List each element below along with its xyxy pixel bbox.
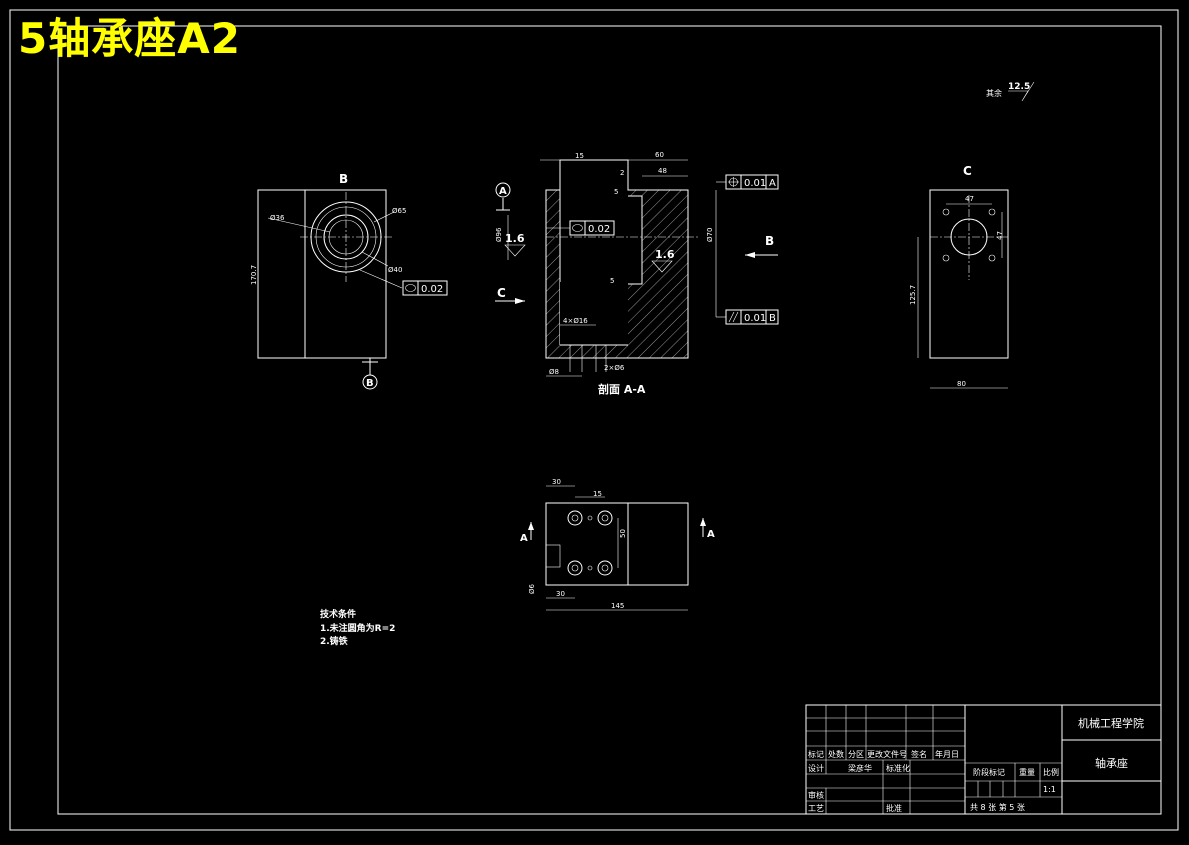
top-label-a-left: A: [520, 533, 528, 544]
view-b-section-mark: B: [366, 378, 374, 389]
roughness-note-label: 其余: [986, 88, 1002, 98]
notes-item-1: 1.未注圆角为R=2: [320, 622, 395, 634]
title-block-part-name: 轴承座: [1095, 756, 1128, 770]
top-dim-15: 15: [593, 490, 602, 498]
tb-header-sign: 签名: [911, 749, 927, 759]
arrow-a-left-icon: [528, 522, 534, 530]
tb-approve-label: 批准: [886, 803, 902, 813]
notes-item-2: 2.铸铁: [320, 635, 348, 647]
roughness-symbol-icon: [1008, 81, 1035, 102]
dim-4-holes: 4×Ø16: [563, 317, 588, 325]
position-frame: [725, 174, 779, 190]
roughness-note: 其余 12.5: [986, 81, 1035, 102]
tb-scale-value: 1:1: [1043, 785, 1056, 794]
dim-2: 2: [620, 169, 624, 177]
parallel-datum: B: [769, 313, 776, 324]
inner-frame: [57, 25, 1162, 815]
dim-60: 60: [655, 151, 664, 159]
section-b-marker-icon: [362, 374, 378, 390]
top-dim-145: 145: [611, 602, 624, 610]
view-b-tolerance-frame: [402, 280, 448, 296]
view-b-dim-d40: Ø40: [388, 266, 402, 274]
technical-notes: 技术条件 1.未注圆角为R=2 2.铸铁: [320, 608, 395, 647]
dim-48: 48: [658, 167, 667, 175]
roughness-right-icon: [651, 260, 673, 273]
section-a-a: A B C 剖面 A-A 15 60 48 2 5 5 Ø96 1.6 Ø70 …: [495, 151, 779, 396]
section-title: 剖面 A-A: [598, 382, 646, 396]
position-value: 0.01: [744, 178, 766, 189]
roughness-left: 1.6: [505, 232, 525, 245]
position-datum: A: [769, 178, 776, 189]
top-label-a-right: A: [707, 529, 715, 540]
dim-d8: Ø8: [549, 368, 559, 376]
section-a-marker-icon: [495, 182, 511, 198]
tb-designer-label: 设计: [808, 763, 824, 773]
notes-title: 技术条件: [320, 608, 356, 620]
view-b: B Ø36 Ø65 Ø40 0.02 170.7 B: [250, 172, 448, 390]
view-c-dim-side: 47: [996, 231, 1004, 240]
dim-d70: Ø70: [706, 228, 714, 242]
flatness-value: 0.02: [588, 224, 610, 235]
top-dim-30a: 30: [552, 478, 561, 486]
tb-weight-label: 重量: [1019, 767, 1035, 777]
view-b-dim-d36: Ø36: [270, 214, 285, 222]
view-c-dim-height: 125.7: [909, 285, 917, 305]
page-title: 5轴承座A2: [18, 14, 241, 63]
view-b-tolerance-value: 0.02: [421, 284, 443, 295]
tb-header-docno: 更改文件号: [867, 749, 907, 759]
parallel-value: 0.01: [744, 313, 766, 324]
top-dim-30b: 30: [556, 590, 565, 598]
view-b-dim-height: 170.7: [250, 265, 258, 285]
section-label-b: B: [765, 234, 774, 248]
tb-process-label: 工艺: [808, 804, 824, 813]
view-c-label: C: [963, 164, 972, 178]
dim-5a: 5: [614, 188, 618, 196]
view-b-dim-d65: Ø65: [392, 207, 406, 215]
tb-header-zone: 分区: [848, 750, 864, 759]
tb-header-date: 年月日: [935, 749, 959, 759]
tb-stage-label: 阶段标记: [973, 767, 1005, 777]
top-view-outline: [545, 502, 689, 586]
view-c: C 47 47 125.7 80: [909, 164, 1009, 389]
arrow-a-right-icon: [700, 518, 706, 526]
dim-d96: Ø96: [495, 227, 503, 242]
tb-standard-label: 标准化: [886, 763, 910, 773]
view-c-outline: [929, 189, 1009, 359]
parallel-icon: [728, 311, 735, 323]
title-block: 机械工程学院 轴承座 标记 处数 分区 更改文件号 签名 年月日 设计 梁彦华 …: [805, 704, 1162, 815]
flatness-frame: [569, 220, 615, 236]
tb-scale-label: 比例: [1043, 767, 1059, 777]
view-b-label: B: [339, 172, 348, 186]
parallel-frame: [725, 309, 779, 325]
cylindricity-icon-2: [572, 224, 583, 232]
tb-header-count: 处数: [828, 749, 844, 759]
roughness-left-icon: [504, 244, 526, 257]
view-c-dim-width: 80: [957, 380, 966, 388]
section-label-c: C: [497, 286, 506, 300]
section-label-a: A: [499, 186, 507, 197]
top-dim-50: 50: [619, 529, 627, 538]
roughness-note-value: 12.5: [1008, 82, 1030, 92]
view-c-dim-top: 47: [965, 195, 974, 203]
roughness-right: 1.6: [655, 248, 675, 261]
dim-15: 15: [575, 152, 584, 160]
tb-header-mark: 标记: [808, 749, 824, 759]
dim-5b: 5: [610, 277, 614, 285]
cylindricity-icon: [405, 284, 416, 292]
top-dim-d6: Ø6: [528, 583, 536, 594]
top-view: 30 15 50 Ø6 30 145 A A: [520, 478, 715, 611]
tb-designer-name: 梁彦华: [848, 763, 872, 773]
tb-review-label: 审核: [808, 790, 824, 800]
dim-2-holes: 2×Ø6: [604, 364, 625, 372]
outer-frame: [9, 9, 1179, 831]
title-block-school: 机械工程学院: [1078, 716, 1144, 730]
tb-sheet-info: 共 8 张 第 5 张: [970, 802, 1025, 812]
